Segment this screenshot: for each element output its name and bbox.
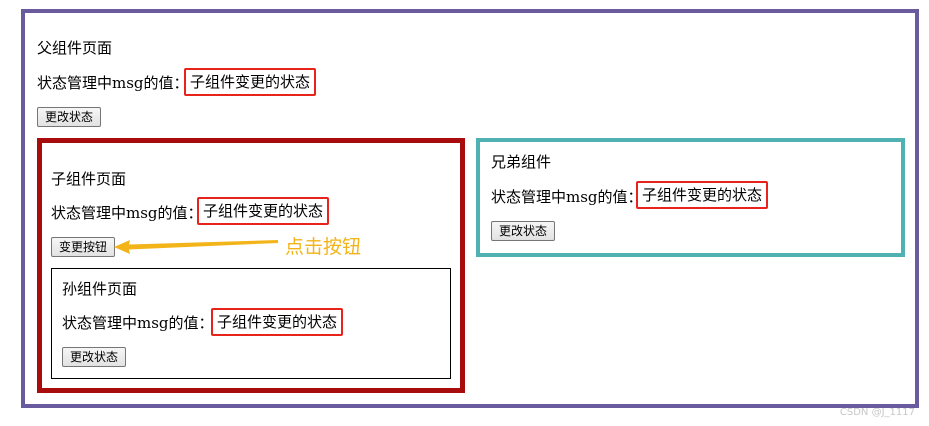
grandchild-page-title: 孙组件页面 <box>62 280 138 298</box>
sibling-state-label: 状态管理中msg的值： <box>491 188 643 206</box>
parent-component-frame <box>21 9 919 408</box>
child-page-title: 子组件页面 <box>51 170 127 188</box>
sibling-component-frame <box>476 138 905 257</box>
annotation-label: 点击按钮 <box>285 236 362 258</box>
child-change-button[interactable]: 变更按钮 <box>51 237 116 257</box>
sibling-page-title: 兄弟组件 <box>491 153 552 171</box>
child-state-value: 子组件变更的状态 <box>197 197 330 225</box>
parent-page-title: 父组件页面 <box>37 39 113 57</box>
parent-change-state-button[interactable]: 更改状态 <box>37 107 102 127</box>
parent-state-label: 状态管理中msg的值： <box>37 74 189 92</box>
grandchild-state-label: 状态管理中msg的值： <box>62 314 214 332</box>
watermark: CSDN @J_1117 <box>839 407 915 418</box>
grandchild-change-state-button[interactable]: 更改状态 <box>62 347 127 367</box>
child-component-frame <box>37 138 465 393</box>
grandchild-component-frame <box>51 268 451 379</box>
parent-state-value: 子组件变更的状态 <box>184 68 317 96</box>
sibling-state-value: 子组件变更的状态 <box>636 181 769 209</box>
grandchild-state-value: 子组件变更的状态 <box>211 308 344 336</box>
child-state-label: 状态管理中msg的值： <box>51 204 203 222</box>
sibling-change-state-button[interactable]: 更改状态 <box>491 221 556 241</box>
